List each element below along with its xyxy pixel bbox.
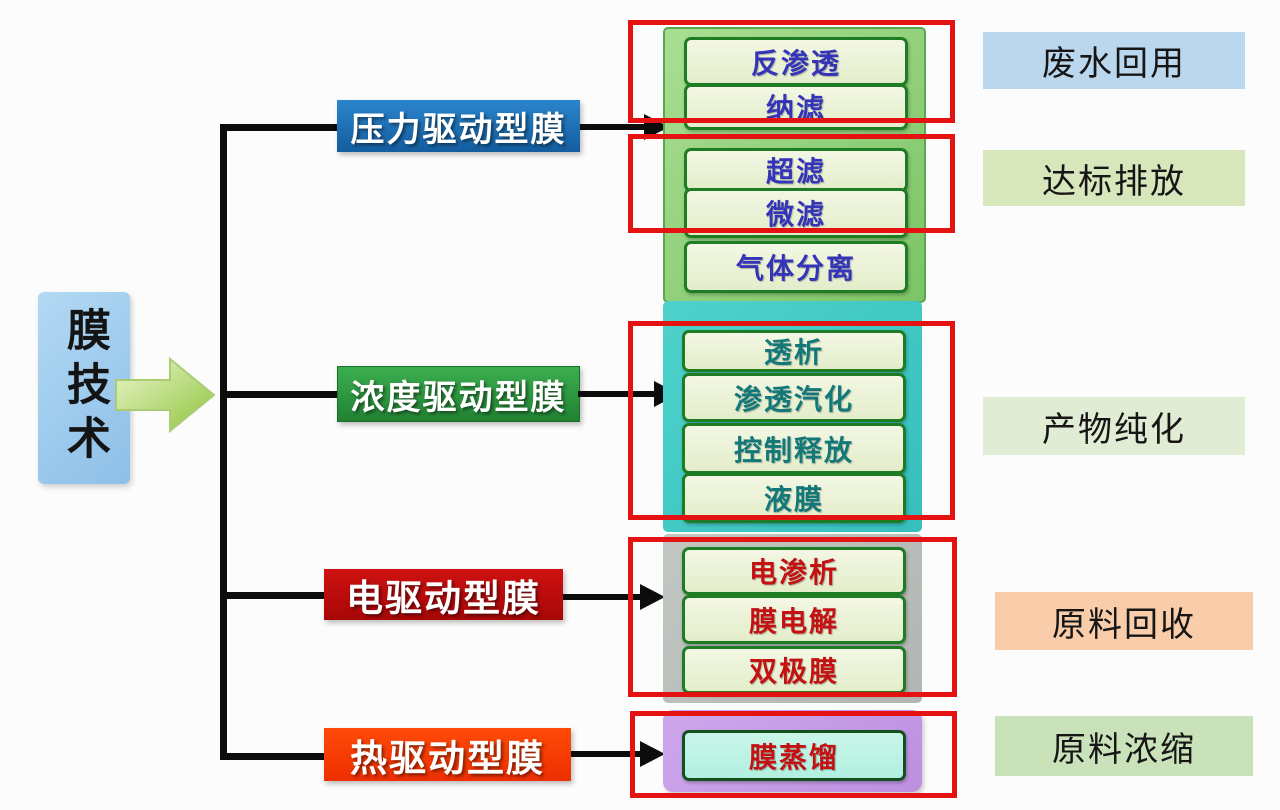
branch-line-electric [223, 592, 327, 599]
branch-concentration-driven-membrane: 浓度驱动型膜 [337, 366, 580, 422]
process-item-dialysis: 透析 [682, 330, 906, 372]
highlight-rect-thermal-group [630, 711, 957, 798]
process-item-gas-separation: 气体分离 [684, 241, 908, 293]
process-label: 微滤 [765, 198, 826, 231]
branch-thermal-driven-membrane: 热驱动型膜 [324, 728, 571, 781]
outcome-wastewater-reuse: 废水回用 [983, 32, 1245, 89]
branch-label: 浓度驱动型膜 [350, 377, 567, 418]
outcome-material-concentration: 原料浓缩 [995, 716, 1253, 776]
arrowhead-icon-electric [640, 584, 665, 610]
process-item-membrane-electrolysis: 膜电解 [682, 595, 906, 644]
process-label: 超滤 [765, 155, 826, 188]
outcome-label: 原料回收 [1052, 604, 1196, 645]
outcome-compliant-discharge: 达标排放 [983, 150, 1245, 206]
process-item-membrane-distillation: 膜蒸馏 [682, 730, 906, 781]
root-node-label: 膜技术 [59, 307, 110, 469]
panel-electric-processes: 电渗析 膜电解 双极膜 [663, 534, 922, 703]
panel-concentration-processes: 透析 渗透汽化 控制释放 液膜 [663, 301, 922, 532]
process-label: 膜电解 [748, 604, 839, 638]
process-label: 双极膜 [748, 655, 839, 688]
process-item-liquid-membrane: 液膜 [682, 473, 906, 523]
branch-label: 压力驱动型膜 [350, 109, 567, 150]
highlight-rect-concentration-group [628, 321, 955, 520]
process-label: 透析 [763, 336, 824, 369]
process-item-controlled-release: 控制释放 [682, 423, 906, 474]
connector-line-electric [563, 594, 640, 600]
connector-line-concentration [578, 391, 654, 397]
process-label: 反渗透 [750, 46, 841, 80]
process-item-reverse-osmosis: 反渗透 [684, 37, 908, 86]
process-item-electrodialysis: 电渗析 [682, 547, 906, 595]
outcome-label: 原料浓缩 [1052, 729, 1196, 770]
branch-pressure-driven-membrane: 压力驱动型膜 [337, 100, 580, 152]
highlight-rect-electric-group [628, 537, 957, 697]
branch-label: 电驱动型膜 [346, 575, 541, 620]
branch-line-concentration [223, 391, 339, 398]
process-label: 电渗析 [748, 556, 839, 589]
process-item-pervaporation: 渗透汽化 [682, 373, 906, 422]
process-label: 膜蒸馏 [748, 740, 839, 774]
arrowhead-icon-thermal [640, 741, 665, 767]
process-item-bipolar-membrane: 双极膜 [682, 646, 906, 694]
process-label: 液膜 [763, 483, 824, 516]
outcome-label: 废水回用 [1042, 44, 1186, 84]
process-label: 渗透汽化 [733, 382, 854, 416]
highlight-rect-uf-mf [628, 134, 955, 233]
root-node-membrane-technology: 膜技术 [38, 292, 130, 484]
outcome-product-purification: 产物纯化 [983, 397, 1245, 455]
process-label: 气体分离 [735, 252, 856, 285]
highlight-rect-ro-nf [628, 20, 955, 123]
outcome-label: 产物纯化 [1042, 409, 1186, 450]
big-green-arrow-icon [115, 356, 216, 434]
branch-label: 热驱动型膜 [350, 735, 545, 780]
process-label: 控制释放 [733, 433, 854, 467]
outcome-material-recovery: 原料回收 [995, 592, 1253, 650]
panel-thermal-processes: 膜蒸馏 [663, 710, 922, 792]
outcome-label: 达标排放 [1042, 161, 1186, 202]
branch-electric-driven-membrane: 电驱动型膜 [324, 569, 563, 620]
tree-trunk-line [220, 124, 227, 760]
branch-line-thermal [223, 753, 327, 760]
branch-line-pressure [223, 124, 339, 131]
connector-line-thermal [571, 751, 640, 757]
connector-line-pressure [580, 124, 644, 130]
process-item-ultrafiltration: 超滤 [684, 148, 908, 192]
